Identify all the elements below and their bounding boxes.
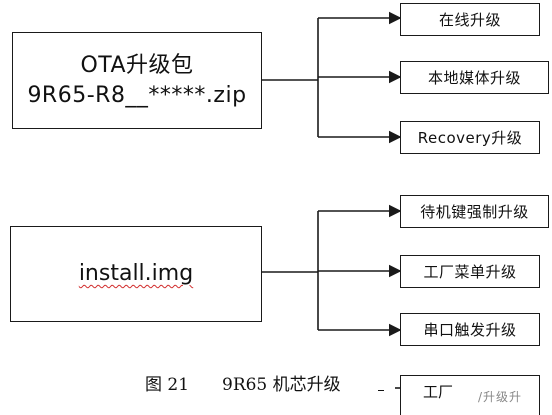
text-cursor — [378, 390, 384, 391]
caption-text: 9R65 机芯升级 — [222, 375, 341, 395]
source-install-img-label: install.img — [78, 261, 194, 286]
target-local-media-upgrade: 本地媒体升级 — [400, 61, 549, 94]
connector-layer — [262, 11, 402, 389]
target-standby-key-upgrade: 待机键强制升级 — [400, 195, 549, 228]
diagram-canvas: OTA升级包 9R65-R8__*****.zip install.img 在线… — [0, 3, 552, 415]
source-box-install-img: install.img — [10, 226, 262, 322]
target-partial-cutoff: 工厂 — [400, 375, 540, 415]
source-ota-filename: 9R65-R8__*****.zip — [27, 82, 247, 108]
caption-figure-number: 图 21 — [145, 375, 190, 395]
figure-caption: 图 21 9R65 机芯升级 — [0, 370, 552, 395]
target-factory-menu-upgrade: 工厂菜单升级 — [400, 255, 540, 288]
source-box-ota: OTA升级包 9R65-R8__*****.zip — [12, 32, 262, 129]
target-online-upgrade: 在线升级 — [400, 3, 540, 36]
target-serial-trigger-upgrade: 串口触发升级 — [400, 313, 540, 346]
source-ota-title: OTA升级包 — [80, 52, 194, 78]
target-recovery-upgrade: Recovery升级 — [400, 121, 540, 154]
